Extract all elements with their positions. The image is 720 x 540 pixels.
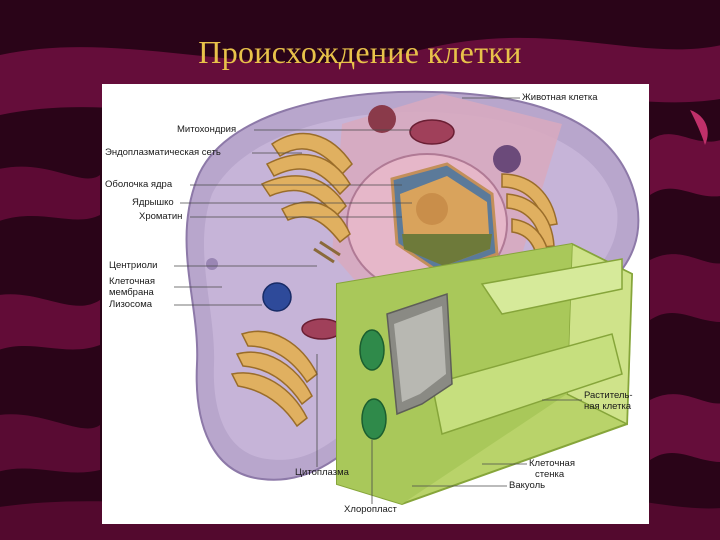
label-vacuole: Вакуоль: [509, 480, 546, 491]
label-nuclear-envelope: Оболочка ядра: [105, 179, 173, 190]
label-leader-lines: [174, 97, 582, 504]
label-plant-cell-line1: Раститель-: [584, 390, 633, 401]
centrioles: [313, 240, 341, 264]
label-lysosome: Лизосома: [109, 299, 153, 310]
mitochondrion: [409, 119, 455, 145]
label-cytoplasm: Цитоплазма: [295, 467, 349, 478]
label-cell-wall-line1: Клеточная: [529, 458, 575, 469]
label-cell-membrane-line1: Клеточная: [109, 276, 155, 287]
label-er: Эндоплазматическая сеть: [105, 147, 221, 158]
label-nucleolus: Ядрышко: [132, 197, 174, 208]
nucleolus-dot: [416, 193, 448, 225]
label-mitochondria: Митохондрия: [177, 124, 237, 135]
label-plant-cell-line2: ная клетка: [584, 401, 632, 412]
lysosome-vesicle: [262, 282, 292, 312]
plant-cell-wall: [480, 258, 623, 315]
slide-title: Происхождение клетки: [198, 34, 522, 70]
label-chromatin: Хроматин: [139, 211, 183, 222]
label-centrioles: Центриоли: [109, 260, 158, 271]
cell-illustration: [174, 90, 640, 506]
label-animal-cell: Животная клетка: [522, 92, 598, 103]
label-chloroplast: Хлоропласт: [344, 504, 397, 515]
label-cell-wall-line2: стенка: [535, 469, 565, 480]
cell-diagram: Животная клетка Митохондрия Эндоплазмати…: [102, 84, 649, 524]
label-cell-membrane-line2: мембрана: [109, 287, 154, 298]
chloroplast: [359, 329, 385, 371]
